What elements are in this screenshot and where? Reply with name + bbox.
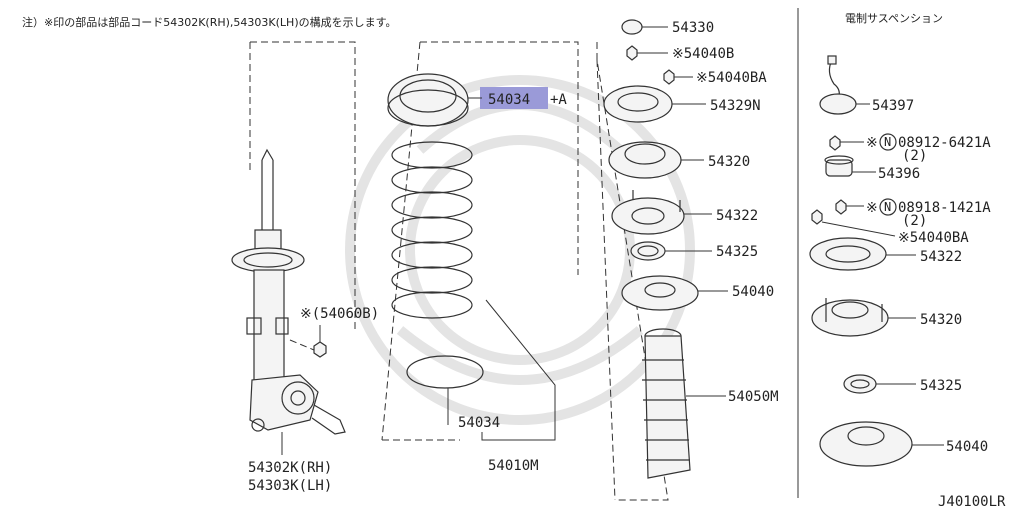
- label-54302k: 54302K(RH): [248, 460, 332, 476]
- label-54325-right: 54325: [920, 378, 962, 394]
- actuator-54397[interactable]: [819, 55, 870, 115]
- note-text: 注）※印の部品は部品コード54302K(RH),54303K(LH)の構成を示し…: [22, 15, 397, 29]
- nut-54040ba-right[interactable]: [811, 209, 896, 237]
- diagram-code: J40100LR: [938, 494, 1006, 510]
- label-54040b: ※54040B: [672, 46, 734, 62]
- bumper-54040-right[interactable]: [819, 421, 944, 467]
- label-54320-mid: 54320: [708, 154, 750, 170]
- label-54329n: 54329N: [710, 98, 761, 114]
- label-54010m: 54010M: [488, 458, 539, 474]
- circle-n-08918: N: [884, 200, 891, 214]
- bolt-08918-1421a[interactable]: [835, 199, 864, 215]
- bolt-08912-6421a[interactable]: [829, 135, 864, 151]
- bracket-54322-right[interactable]: [809, 237, 916, 271]
- bracket-54396[interactable]: [824, 155, 876, 177]
- label-54322-mid: 54322: [716, 208, 758, 224]
- spring-insulator-54034[interactable]: [406, 355, 484, 425]
- label-54303k: 54303K(LH): [248, 478, 332, 494]
- nut-54040b[interactable]: [626, 45, 668, 61]
- label-54034-a-suffix: +A: [550, 92, 567, 108]
- circle-n-icon-08912: [879, 133, 897, 151]
- qty-08912-6421a: (2): [902, 148, 927, 164]
- label-54040-right: 54040: [946, 439, 988, 455]
- bumper-54040[interactable]: [621, 275, 728, 311]
- bolt-54060b[interactable]: [289, 325, 327, 358]
- mount-54320-right[interactable]: [811, 298, 916, 337]
- cap-54330[interactable]: [621, 19, 668, 35]
- spring-seat-54034-a[interactable]: [387, 73, 469, 127]
- mount-54320[interactable]: [608, 141, 704, 179]
- circle-n-08912: N: [884, 135, 891, 149]
- highlight-54034-a: [480, 87, 548, 109]
- strut-assembly[interactable]: [231, 41, 356, 455]
- label-54034-a[interactable]: 54034: [488, 92, 530, 108]
- label-08912-6421a: 08912-6421A: [898, 135, 991, 151]
- label-54396: 54396: [878, 166, 920, 182]
- label-08918-1421a: 08918-1421A: [898, 200, 991, 216]
- label-54040ba-right: ※54040BA: [898, 230, 969, 246]
- circle-n-icon-08918: [879, 198, 897, 216]
- label-54330: 54330: [672, 20, 714, 36]
- bracket-54322[interactable]: [611, 190, 712, 235]
- qty-08918-1421a: (2): [902, 213, 927, 229]
- label-54040ba-top: ※54040BA: [696, 70, 767, 86]
- plate-54329n[interactable]: [603, 85, 706, 123]
- label-54320-right: 54320: [920, 312, 962, 328]
- bearing-54325-right[interactable]: [843, 374, 916, 394]
- kit-bracket-mount: [596, 42, 669, 501]
- label-54397: 54397: [872, 98, 914, 114]
- nut-54040ba[interactable]: [663, 69, 693, 85]
- label-54034: 54034: [458, 415, 500, 431]
- label-54040-mid: 54040: [732, 284, 774, 300]
- bearing-54325[interactable]: [630, 241, 712, 261]
- label-54060b: ※(54060B): [300, 306, 379, 322]
- label-54322-right: 54322: [920, 249, 962, 265]
- label-08918-prefix: ※: [866, 200, 878, 216]
- right-panel-title: 電制サスペンション: [845, 12, 943, 25]
- boot-54050m[interactable]: [642, 328, 726, 479]
- label-08912-prefix: ※: [866, 135, 878, 151]
- label-54325-mid: 54325: [716, 244, 758, 260]
- coil-spring[interactable]: [391, 141, 473, 319]
- label-54050m: 54050M: [728, 389, 779, 405]
